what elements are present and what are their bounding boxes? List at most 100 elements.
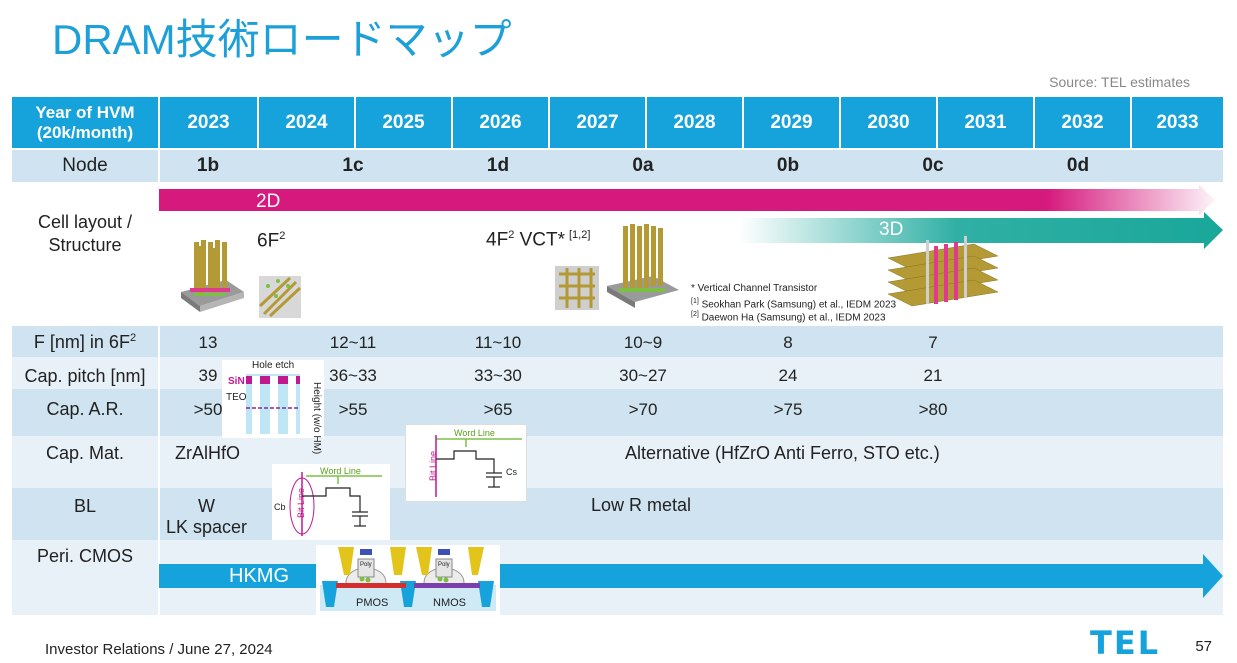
hkmg-label: HKMG bbox=[229, 565, 289, 587]
circuit-4f2: Word Line Bit Line Cs bbox=[405, 424, 527, 502]
label-4f2-vct: 4F2 VCT*[1,2] bbox=[486, 229, 591, 251]
word-line-label-2: Word Line bbox=[320, 466, 361, 476]
f-row-band bbox=[12, 326, 1223, 357]
cap-mat-alternative: Alternative (HfZrO Anti Ferro, STO etc.) bbox=[625, 443, 940, 463]
arrow-2d-label: 2D bbox=[256, 191, 281, 212]
note-vct: * Vertical Channel Transistor bbox=[691, 283, 818, 294]
year-2024: 2024 bbox=[257, 97, 354, 148]
bl-current-lk-spacer: LK spacer bbox=[166, 517, 248, 537]
year-2025: 2025 bbox=[354, 97, 451, 148]
arrow-3d bbox=[739, 212, 1223, 249]
node-1b: 1b bbox=[196, 155, 220, 176]
nmos-label: NMOS bbox=[433, 597, 466, 609]
arrow-2d bbox=[159, 185, 1215, 215]
cap-ar-2026: >65 bbox=[483, 400, 513, 419]
cap-mat-row-band bbox=[12, 436, 1223, 488]
bl-label: BL bbox=[73, 496, 97, 516]
node-1d: 1d bbox=[486, 155, 510, 176]
f-2023: 13 bbox=[198, 333, 218, 352]
cap-ar-2024-25: >55 bbox=[338, 400, 368, 419]
cap-ar-row-band bbox=[12, 389, 1223, 436]
cap-pitch-2029: 24 bbox=[778, 366, 798, 385]
circuit-6f2-lines bbox=[289, 472, 382, 536]
hole-etch-label: Hole etch bbox=[252, 360, 295, 371]
cell-6f2-illustration bbox=[181, 240, 302, 318]
cap-ar-2030: >80 bbox=[918, 400, 948, 419]
cell-3d-illustration bbox=[887, 236, 999, 307]
circuit-4f2-lines bbox=[435, 435, 522, 497]
f-2029: 8 bbox=[783, 333, 793, 352]
f-2024-25: 12~11 bbox=[329, 333, 377, 352]
cell-layout-label: Cell layout / Structure bbox=[12, 211, 158, 257]
cmos-illustration: Poly Poly PMOS NMOS bbox=[316, 545, 500, 615]
teos-label: TEOS bbox=[226, 392, 254, 403]
year-2031: 2031 bbox=[936, 97, 1033, 148]
cb-label: Cb bbox=[274, 502, 286, 512]
cap-pitch-label: Cap. pitch [nm] bbox=[24, 366, 146, 386]
cap-ar-2029: >75 bbox=[773, 400, 803, 419]
bl-row-band bbox=[12, 488, 1223, 540]
cap-pitch-row-band bbox=[12, 357, 1223, 389]
pmos-label: PMOS bbox=[356, 597, 389, 609]
year-2028: 2028 bbox=[645, 97, 742, 148]
f-label: F [nm] in 6F2 bbox=[33, 332, 137, 352]
sin-label: SiN bbox=[228, 376, 245, 387]
bl-low-r-metal: Low R metal bbox=[591, 495, 692, 515]
node-label: Node bbox=[62, 155, 108, 176]
year-2032: 2032 bbox=[1033, 97, 1130, 148]
cs-label: Cs bbox=[506, 467, 517, 477]
cap-pitch-2030: 21 bbox=[923, 366, 943, 385]
poly-label-n: Poly bbox=[438, 562, 450, 568]
cell-4f2-illustration bbox=[555, 224, 679, 310]
hole-columns bbox=[246, 374, 300, 434]
label-6f2: 6F2 bbox=[257, 230, 286, 252]
footer-text: Investor Relations / June 27, 2024 bbox=[45, 641, 273, 658]
source-note: Source: TEL estimates bbox=[1049, 74, 1190, 90]
poly-label-p: Poly bbox=[360, 562, 372, 568]
height-label: Height (w/o HM) bbox=[311, 382, 322, 455]
year-2029: 2029 bbox=[742, 97, 839, 148]
cap-pitch-2024-25: 36~33 bbox=[329, 366, 377, 385]
ref-1: [1] Seokhan Park (Samsung) et al., IEDM … bbox=[691, 298, 897, 311]
cap-ar-2027-28: >70 bbox=[628, 400, 658, 419]
cap-ar-label: Cap. A.R. bbox=[46, 399, 124, 419]
year-header-label: Year of HVM (20k/month) bbox=[12, 97, 158, 148]
cap-mat-current: ZrAlHfO bbox=[175, 443, 240, 463]
page-title: DRAM技術ロードマップ bbox=[52, 16, 512, 63]
f-2026: 11~10 bbox=[474, 333, 522, 352]
cell-layout-label-line1: Cell layout / bbox=[37, 212, 133, 232]
year-2030: 2030 bbox=[839, 97, 936, 148]
node-0b: 0b bbox=[776, 155, 800, 176]
cap-mat-label: Cap. Mat. bbox=[45, 443, 125, 463]
bl-current-w: W bbox=[198, 496, 215, 516]
year-header-label-line1: Year of HVM bbox=[35, 102, 135, 122]
word-line-label-1: Word Line bbox=[454, 428, 495, 438]
year-2023: 2023 bbox=[158, 97, 257, 148]
f-2027-28: 10~9 bbox=[623, 333, 663, 352]
cap-pitch-2023: 39 bbox=[198, 366, 218, 385]
tel-logo: TEL bbox=[1090, 624, 1161, 662]
cap-pitch-2026: 33~30 bbox=[474, 366, 522, 385]
cap-pitch-2027-28: 30~27 bbox=[619, 366, 667, 385]
page-number: 57 bbox=[1195, 638, 1212, 655]
ref-2: [2] Daewon Ha (Samsung) et al., IEDM 202… bbox=[691, 311, 886, 324]
node-0c: 0c bbox=[922, 155, 944, 176]
cell-layout-label-line2: Structure bbox=[48, 235, 122, 255]
year-2027: 2027 bbox=[548, 97, 645, 148]
cap-hole-diagram: Hole etch SiN TEOS Height (w/o HM) bbox=[222, 360, 324, 454]
year-header-row: Year of HVM (20k/month) 2023 2024 2025 2… bbox=[12, 97, 1223, 148]
cap-ar-2023: >50 bbox=[193, 400, 223, 419]
node-1c: 1c bbox=[342, 155, 364, 176]
peri-label: Peri. CMOS bbox=[36, 546, 133, 566]
label-column-divider bbox=[158, 150, 160, 615]
year-2033: 2033 bbox=[1130, 97, 1223, 148]
year-2026: 2026 bbox=[451, 97, 548, 148]
node-row-band bbox=[12, 150, 1223, 182]
node-0d: 0d bbox=[1066, 155, 1090, 176]
circuit-6f2: Word Line Bit Line Cb bbox=[272, 464, 390, 540]
year-header-label-line2: (20k/month) bbox=[36, 122, 134, 142]
node-0a: 0a bbox=[632, 155, 654, 176]
arrow-3d-label: 3D bbox=[879, 219, 904, 240]
f-2030: 7 bbox=[928, 333, 938, 352]
cmos-shapes bbox=[320, 547, 496, 611]
